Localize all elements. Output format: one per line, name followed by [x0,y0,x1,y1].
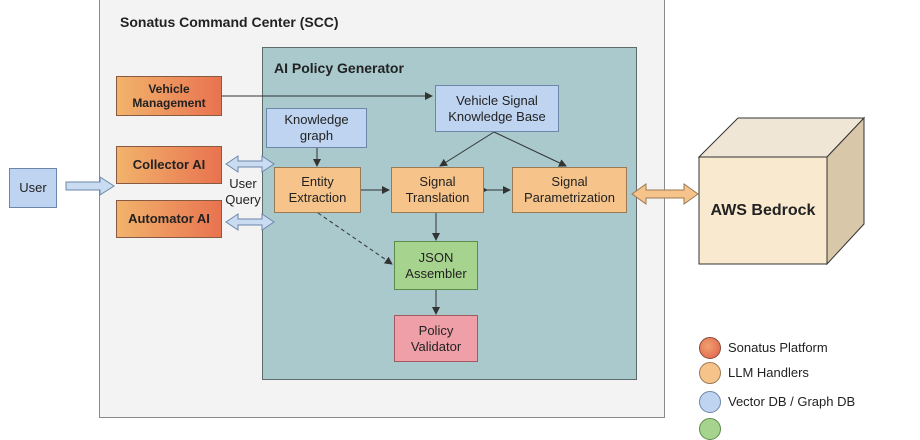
arrow-collector-entity [225,155,275,173]
knowledge-graph-label: Knowledge graph [284,112,349,143]
user-node: User [9,168,57,208]
legend-label-sonatus: Sonatus Platform [728,340,828,355]
arrow-kb-to-parametrization [493,131,567,167]
automator-ai-node: Automator AI [116,200,222,238]
legend-dot-llm [699,362,721,384]
collector-ai-node: Collector AI [116,146,222,184]
json-assembler-node: JSON Assembler [394,241,478,290]
signal-translation-label: Signal Translation [405,174,470,205]
legend-dot-sonatus [699,337,721,359]
policy-validator-node: Policy Validator [394,315,478,362]
signal-translation-node: Signal Translation [391,167,484,213]
json-assembler-label: JSON Assembler [405,249,467,281]
user-label: User [19,180,47,196]
connector-layer [65,92,866,315]
legend-dot-vector-db [699,391,721,413]
aws-bedrock-cube [697,116,866,266]
vehicle-management-node: Vehicle Management [116,76,222,116]
vehicle-signal-kb-label: Vehicle Signal Knowledge Base [448,92,546,124]
entity-extraction-label: Entity Extraction [288,174,347,205]
vehicle-management-label: Vehicle Management [132,81,206,110]
arrow-automator-entity [225,213,275,231]
automator-ai-label: Automator AI [128,211,210,227]
ai-policy-generator-title: AI Policy Generator [274,60,404,76]
arrow-user-to-scc [65,176,115,196]
vehicle-signal-kb-node: Vehicle Signal Knowledge Base [435,85,559,132]
entity-extraction-node: Entity Extraction [274,167,361,213]
collector-ai-label: Collector AI [132,157,206,173]
signal-parametrization-label: Signal Parametrization [523,174,616,205]
aws-bedrock-node: AWS Bedrock [699,157,827,264]
arrow-entity-to-json-dashed [317,212,393,265]
legend-dot-json [699,418,721,440]
scc-title: Sonatus Command Center (SCC) [120,14,339,30]
signal-parametrization-node: Signal Parametrization [512,167,627,213]
policy-validator-label: Policy Validator [410,322,462,354]
aws-bedrock-label: AWS Bedrock [710,201,816,219]
legend-label-vector-db: Vector DB / Graph DB [728,394,856,409]
arrow-parametrization-aws [631,183,699,205]
legend-label-llm: LLM Handlers [728,365,809,380]
knowledge-graph-node: Knowledge graph [266,108,367,148]
user-query-label: User Query [225,176,261,207]
arrow-kb-to-translation [439,131,495,167]
